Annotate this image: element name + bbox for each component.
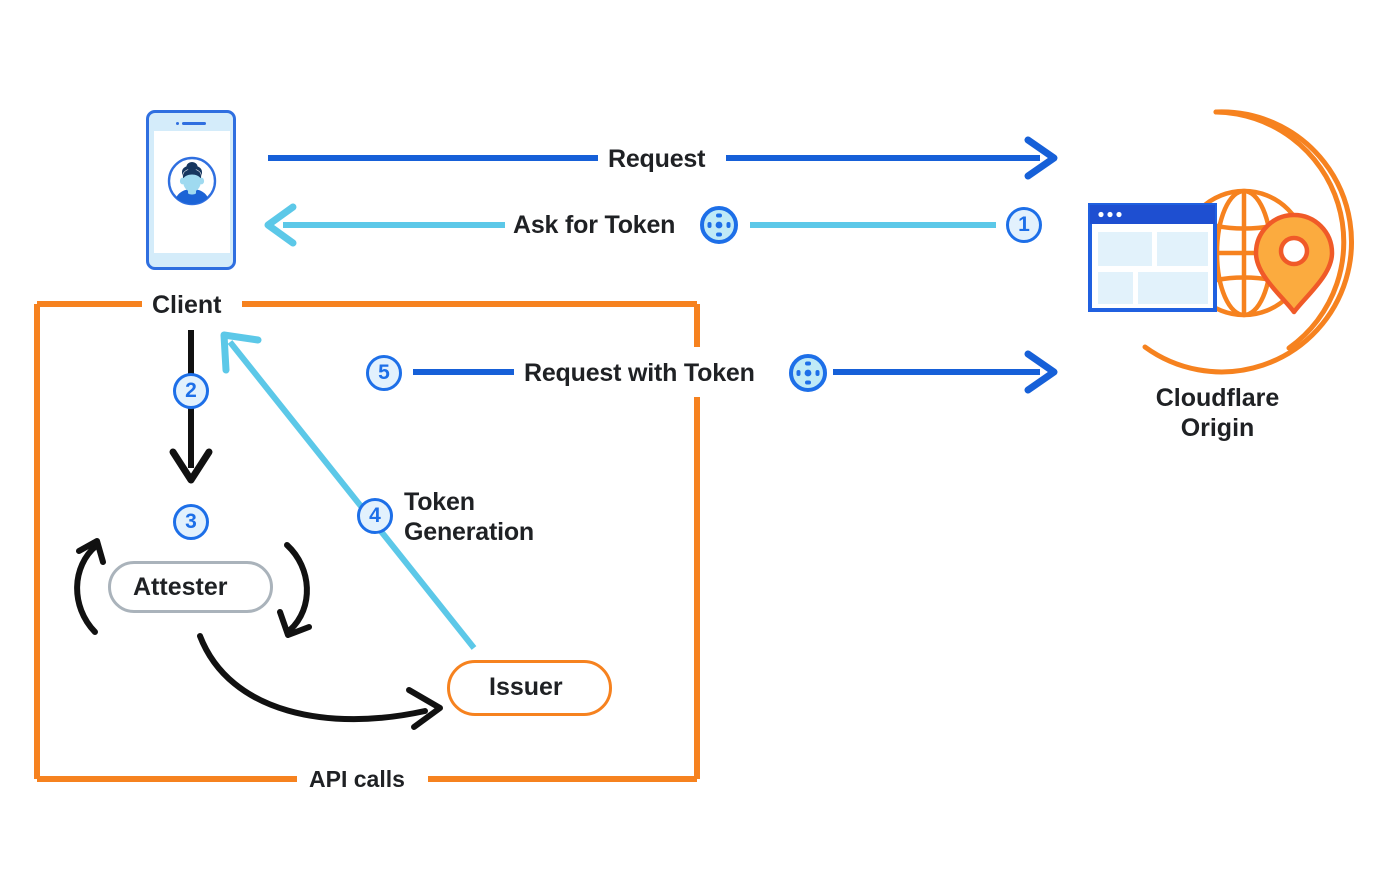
boundary-label-client: Client: [152, 291, 222, 319]
node-label-issuer: Issuer: [489, 673, 563, 701]
origin-label-line-2: Origin: [1180, 413, 1255, 442]
mobile-phone-icon: [146, 110, 236, 270]
token-icon: [700, 206, 738, 244]
step-badge-1: 1: [1006, 207, 1042, 243]
flow-label-request: Request: [608, 145, 706, 173]
origin-circle-ring: [1142, 109, 1354, 375]
token-generation-line-2: Generation: [404, 517, 534, 546]
node-label-cloudflare-origin: Cloudflare Origin: [1130, 384, 1305, 443]
node-label-attester: Attester: [133, 573, 228, 601]
node-attester[interactable]: [108, 561, 273, 613]
arrow-attester-to-issuer: [197, 633, 443, 730]
browser-window-icon: [1088, 203, 1217, 312]
arrow-ask-for-token: [264, 203, 996, 247]
arrow-request-with-token: [413, 350, 1058, 394]
step-badge-3: 3: [173, 504, 209, 540]
step-badge-2: 2: [173, 373, 209, 409]
token-icon: [789, 354, 827, 392]
phone-speaker-icon: [182, 122, 206, 125]
arrow-token-generation: [220, 331, 477, 650]
flow-label-ask-for-token: Ask for Token: [513, 211, 676, 239]
arrow-request: [268, 136, 1058, 180]
arrow-attester-loop-right: [277, 542, 312, 638]
map-pin-icon: [1253, 212, 1335, 315]
flow-label-token-generation: Token Generation: [404, 488, 564, 547]
token-generation-line-1: Token: [404, 488, 475, 516]
boundary-label-api-calls: API calls: [309, 766, 405, 792]
client-boundary-box: [34, 301, 700, 782]
node-issuer[interactable]: [447, 660, 612, 716]
flow-label-request-with-token: Request with Token: [524, 359, 755, 387]
phone-camera-icon: [176, 122, 179, 125]
arrow-attester-loop-left: [74, 538, 106, 635]
step-badge-5: 5: [366, 355, 402, 391]
step-badge-4: 4: [357, 498, 393, 534]
origin-label-line-1: Cloudflare: [1155, 384, 1280, 412]
user-avatar-icon: [167, 156, 217, 206]
cloudflare-origin-illustration: [1088, 188, 1335, 318]
